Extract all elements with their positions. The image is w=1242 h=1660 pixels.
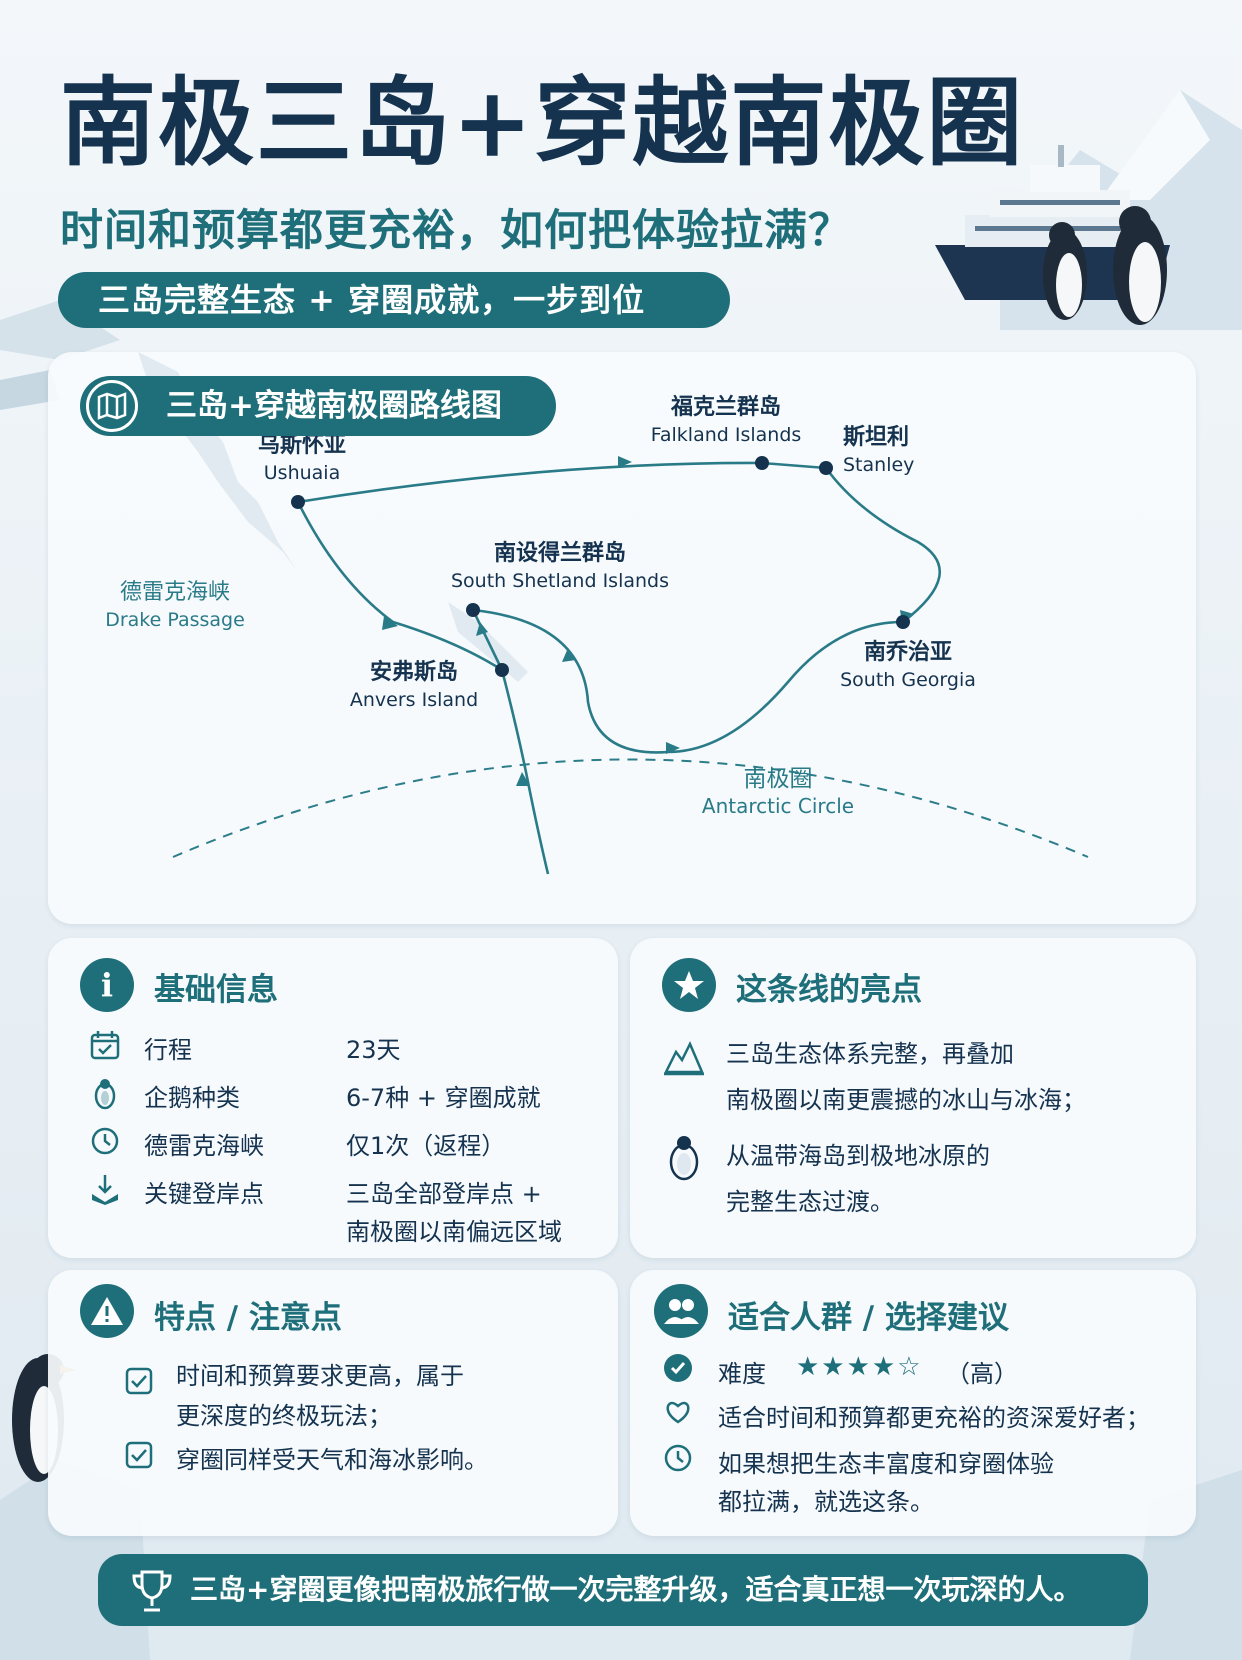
badge-icon xyxy=(664,1354,692,1382)
star-icon xyxy=(662,958,716,1012)
route-ushuaia-anvers xyxy=(296,501,503,672)
label-falkland-cn: 福克兰群岛 xyxy=(670,394,781,420)
route-shetland-anvers xyxy=(471,609,504,671)
info-value-landing-2: 南极圈以南偏远区域 xyxy=(346,1218,562,1246)
audience-card xyxy=(630,1270,1196,1536)
people-icon xyxy=(654,1284,708,1338)
basic-info-title: 基础信息 xyxy=(154,972,278,1008)
difficulty-stars: ★★★★☆ xyxy=(796,1352,923,1382)
label-stanley-en: Stanley xyxy=(843,454,914,476)
route-arrow xyxy=(382,616,398,630)
info-label-drake: 德雷克海峡 xyxy=(144,1132,264,1160)
label-falkland-en: Falkland Islands xyxy=(651,424,802,446)
clock-icon xyxy=(664,1444,692,1472)
checkbox-icon xyxy=(125,1441,153,1469)
antarctic-circle-line xyxy=(172,758,1089,858)
trophy-icon xyxy=(132,1570,172,1612)
route-arrow xyxy=(476,622,488,636)
map-heading-pill: 三岛+穿越南极圈路线图 xyxy=(80,376,556,436)
audience-suits: 适合时间和预算都更充裕的资深爱好者； xyxy=(718,1404,1150,1432)
point-stanley xyxy=(819,461,833,475)
label-shetland-en: South Shetland Islands xyxy=(451,570,669,592)
calendar-icon xyxy=(90,1031,120,1060)
point-anvers xyxy=(495,663,509,677)
route-falkland-stanley xyxy=(761,461,827,470)
tagline-banner: 三岛完整生态 + 穿圈成就，一步到位 xyxy=(58,272,730,328)
route-arrow xyxy=(562,648,576,662)
highlights-card xyxy=(630,938,1196,1258)
warning-icon xyxy=(80,1284,134,1338)
info-icon: i xyxy=(80,958,134,1012)
label-circle-en: Antarctic Circle xyxy=(702,794,854,818)
audience-title: 适合人群 / 选择建议 xyxy=(728,1300,1009,1336)
label-drake-en: Drake Passage xyxy=(105,609,245,631)
info-label-landing: 关键登岸点 xyxy=(144,1180,264,1208)
point-falkland xyxy=(755,456,769,470)
route-map-card xyxy=(48,352,1196,924)
label-anvers-en: Anvers Island xyxy=(350,689,478,711)
route-arrow xyxy=(516,772,530,786)
label-drake-cn: 德雷克海峡 xyxy=(120,580,230,605)
clock-icon xyxy=(91,1127,119,1155)
iceberg-icon xyxy=(663,1041,704,1076)
page-title: 南极三岛+穿越南极圈 xyxy=(60,66,1025,179)
heart-hand-icon xyxy=(666,1401,690,1424)
feature-2-line-1: 穿圈同样受天气和海冰影响。 xyxy=(176,1446,488,1474)
difficulty-label: 难度 xyxy=(718,1360,766,1388)
features-title: 特点 / 注意点 xyxy=(154,1300,342,1336)
feature-1-line-2: 更深度的终极玩法； xyxy=(176,1402,392,1430)
features-card xyxy=(48,1270,618,1536)
page-subtitle: 时间和预算都更充裕，如何把体验拉满？ xyxy=(60,206,852,256)
footer-banner: 三岛+穿圈更像把南极旅行做一次完整升级，适合真正想一次玩深的人。 xyxy=(98,1554,1148,1626)
route-anvers-south xyxy=(500,669,550,875)
difficulty-text: （高） xyxy=(946,1360,1018,1388)
highlight-1-line-1: 三岛生态体系完整，再叠加 xyxy=(726,1040,1014,1068)
penguins-top xyxy=(1043,206,1167,325)
label-circle-cn: 南极圈 xyxy=(744,766,813,792)
info-value-penguins: 6-7种 + 穿圈成就 xyxy=(346,1084,541,1112)
route-map: 乌斯怀亚 Ushuaia 福克兰群岛 Falkland Islands 斯坦利 … xyxy=(105,352,1089,875)
info-value-drake: 仅1次（返程） xyxy=(346,1132,506,1160)
highlight-1-line-2: 南极圈以南更震撼的冰山与冰海； xyxy=(726,1086,1086,1114)
penguin-icon xyxy=(94,1079,116,1110)
label-south-georgia-cn: 南乔治亚 xyxy=(864,639,952,665)
point-south-shetland xyxy=(466,603,480,617)
checkbox-icon xyxy=(125,1367,153,1395)
route-ushuaia-falkland xyxy=(297,461,763,504)
label-ushuaia-cn: 乌斯怀亚 xyxy=(258,432,346,458)
point-south-georgia xyxy=(896,615,910,629)
landing-icon xyxy=(92,1175,118,1205)
audience-advice-line-2: 都拉满，就选这条。 xyxy=(718,1488,934,1516)
highlights-title: 这条线的亮点 xyxy=(736,972,922,1008)
route-southgeorgia-circle xyxy=(472,608,904,754)
map-icon xyxy=(86,380,138,432)
highlight-2-line-1: 从温带海岛到极地冰原的 xyxy=(726,1142,990,1170)
route-arrow xyxy=(618,456,632,468)
label-ushuaia-en: Ushuaia xyxy=(264,462,340,484)
feature-1-line-1: 时间和预算要求更高，属于 xyxy=(176,1362,464,1390)
label-shetland-cn: 南设得兰群岛 xyxy=(494,540,626,566)
info-value-landing: 三岛全部登岸点 + xyxy=(346,1180,542,1208)
penguin-icon xyxy=(669,1136,699,1181)
info-value-duration: 23天 xyxy=(346,1036,401,1064)
info-label-penguins: 企鹅种类 xyxy=(144,1084,240,1112)
audience-advice-line-1: 如果想把生态丰富度和穿圈体验 xyxy=(718,1450,1054,1478)
highlight-2-line-2: 完整生态过渡。 xyxy=(726,1188,894,1216)
basic-info-card xyxy=(48,938,618,1258)
label-south-georgia-en: South Georgia xyxy=(840,669,976,691)
point-ushuaia xyxy=(291,495,305,509)
label-anvers-cn: 安弗斯岛 xyxy=(370,659,458,685)
route-stanley-southgeorgia xyxy=(824,467,941,624)
label-stanley-cn: 斯坦利 xyxy=(843,424,909,450)
route-arrow xyxy=(666,742,680,754)
info-label-duration: 行程 xyxy=(144,1036,192,1064)
